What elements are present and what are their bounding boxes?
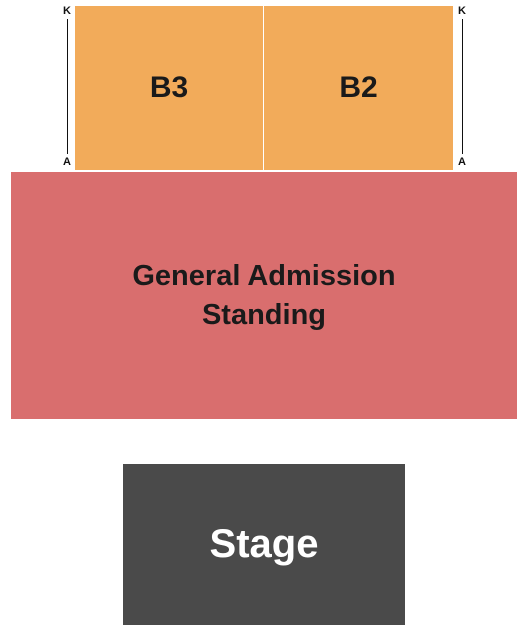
section-general-admission[interactable]: General Admission Standing	[11, 172, 517, 419]
stage-label: Stage	[209, 522, 319, 566]
section-b2[interactable]: B2	[264, 6, 453, 170]
stage: Stage	[123, 464, 405, 625]
row-range-line-left	[67, 19, 68, 154]
general-admission-sublabel: Standing	[201, 298, 327, 331]
row-label-left-top: K	[63, 5, 71, 17]
row-label-right-bottom: A	[458, 156, 466, 168]
general-admission-label: General Admission	[132, 259, 396, 292]
row-label-right-top: K	[458, 5, 466, 17]
row-range-line-right	[462, 19, 463, 154]
row-label-left-bottom: A	[63, 156, 71, 168]
section-b3[interactable]: B3	[75, 6, 263, 170]
section-b3-label: B3	[149, 71, 189, 104]
section-b2-label: B2	[339, 71, 378, 104]
